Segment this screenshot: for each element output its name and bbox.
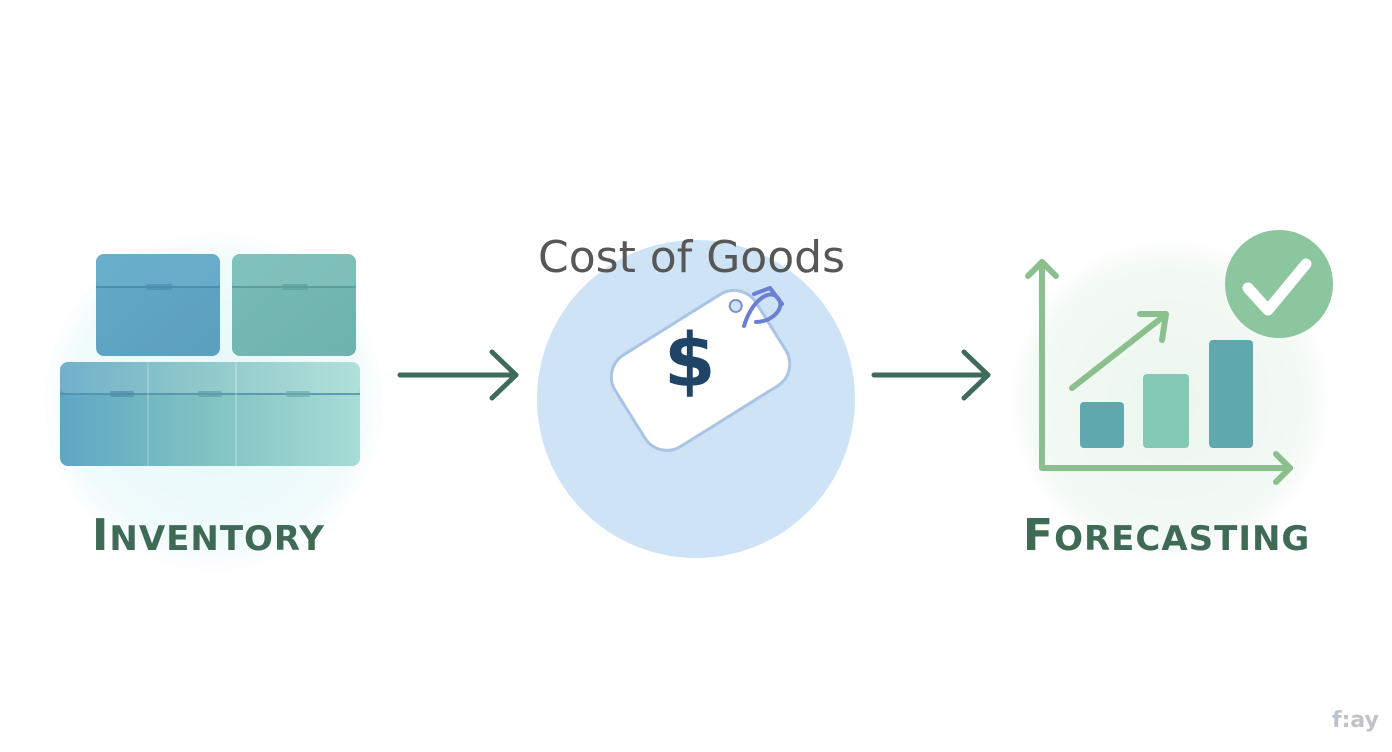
inventory-label: Inventory	[92, 510, 325, 561]
arrow-right-icon	[871, 349, 991, 401]
forecasting-label: Forecasting	[1023, 510, 1310, 561]
stacked-boxes-icon	[60, 254, 360, 466]
inventory-label-initial: I	[92, 510, 110, 561]
cost-of-goods-title: Cost of Goods	[538, 232, 845, 283]
price-tag-icon	[609, 286, 792, 452]
checkmark-icon	[1225, 230, 1333, 338]
forecasting-label-rest: orecasting	[1054, 519, 1311, 559]
watermark: f:ay	[1332, 708, 1379, 733]
forecasting-label-initial: F	[1023, 510, 1055, 561]
dollar-sign: $	[664, 318, 716, 404]
growth-chart-icon	[1025, 259, 1293, 485]
arrow-right-icon	[397, 349, 519, 401]
inventory-label-rest: nventory	[109, 519, 325, 559]
